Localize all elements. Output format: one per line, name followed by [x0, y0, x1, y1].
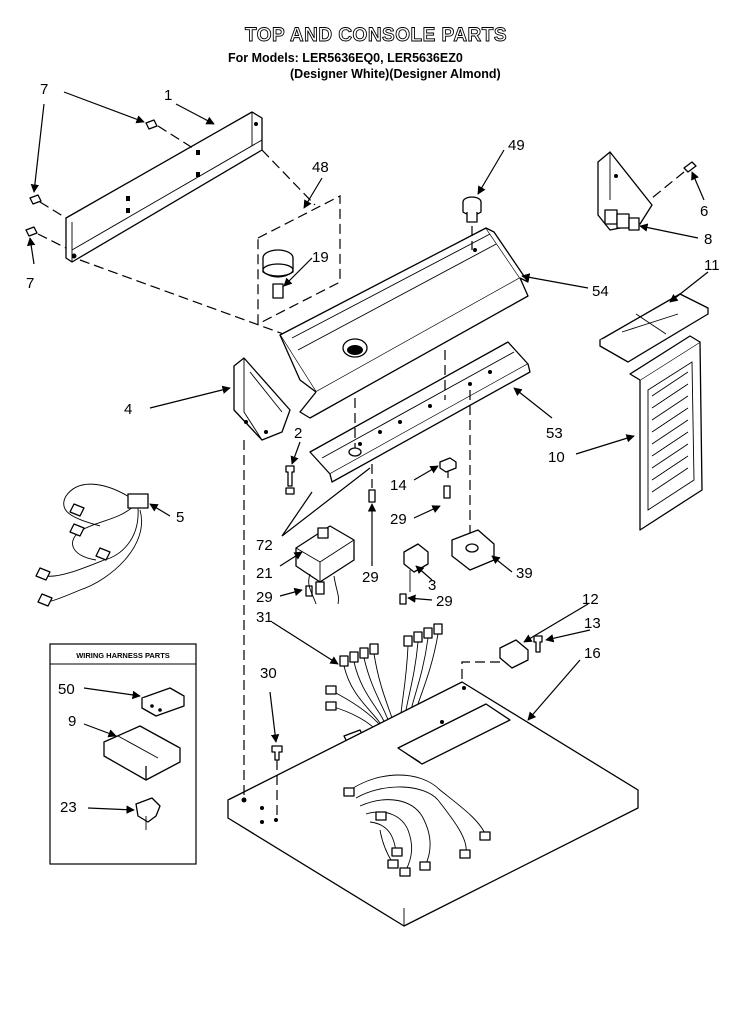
callout-29-a: 29	[390, 511, 407, 528]
callout-29-c: 29	[256, 589, 273, 606]
part-29-screws	[305, 485, 451, 605]
leader-lines	[26, 91, 709, 814]
callout-31: 31	[256, 609, 273, 626]
diagram-title: TOP AND CONSOLE PARTS	[245, 25, 507, 46]
part-11-console-cover	[599, 293, 709, 363]
part-16-top-panel	[227, 681, 639, 927]
callout-7-a: 7	[40, 81, 48, 98]
inset-title: WIRING HARNESS PARTS	[76, 651, 170, 660]
callout-19: 19	[312, 249, 329, 266]
callout-2: 2	[294, 425, 302, 442]
part-7-screws	[25, 119, 158, 237]
callout-13: 13	[584, 615, 601, 632]
callout-11: 11	[704, 257, 720, 274]
callout-39: 39	[516, 565, 533, 582]
callout-4: 4	[124, 401, 132, 418]
part-54-control-console	[279, 227, 529, 419]
callout-1: 1	[164, 87, 172, 104]
part-3-connector	[403, 543, 429, 592]
callout-16: 16	[584, 645, 601, 662]
callout-labels: 7 1 7 48 19 49 6 8 54 11 4 2 53 10 14 5 …	[26, 81, 720, 816]
part-6-screw	[683, 161, 697, 173]
part-8-switch-bracket	[597, 151, 653, 231]
callout-49: 49	[508, 137, 525, 154]
callout-8: 8	[704, 231, 712, 248]
callout-48: 48	[312, 159, 329, 176]
part-30-clip	[271, 745, 283, 761]
part-21-timer	[295, 525, 355, 605]
callout-23: 23	[60, 799, 77, 816]
callout-50: 50	[58, 681, 75, 698]
callout-14: 14	[390, 477, 407, 494]
part-48-knob-assembly-box	[257, 195, 341, 325]
part-12-bracket	[499, 639, 529, 669]
top-panel-harness	[343, 774, 491, 877]
part-39-switch	[451, 529, 495, 571]
callout-29-b: 29	[362, 569, 379, 586]
part-10-console-panel	[629, 335, 703, 531]
callout-12: 12	[582, 591, 599, 608]
wiring-harness-inset: WIRING HARNESS PARTS	[49, 643, 197, 865]
part-2-screw	[285, 465, 295, 495]
model-colors: (Designer White)(Designer Almond)	[290, 67, 501, 81]
callout-21: 21	[256, 565, 273, 582]
callout-7-c: 7	[26, 275, 34, 292]
part-53-mounting-channel	[309, 341, 531, 483]
callout-9: 9	[68, 713, 76, 730]
callout-29-d: 29	[436, 593, 453, 610]
part-4-end-cap	[233, 357, 291, 441]
callout-72: 72	[256, 537, 273, 554]
callout-6: 6	[700, 203, 708, 220]
callout-30: 30	[260, 665, 277, 682]
callout-3: 3	[428, 577, 436, 594]
part-14-clip	[439, 457, 457, 473]
model-numbers: For Models: LER5636EQ0, LER5636EZ0	[228, 51, 463, 65]
callout-5: 5	[176, 509, 184, 526]
part-49-knob	[462, 196, 482, 223]
part-5-wire-harness	[35, 483, 149, 607]
part-1-console-bracket	[65, 111, 263, 263]
callout-54: 54	[592, 283, 609, 300]
part-13-screw	[533, 635, 543, 653]
callout-10: 10	[548, 449, 565, 466]
callout-53: 53	[546, 425, 563, 442]
